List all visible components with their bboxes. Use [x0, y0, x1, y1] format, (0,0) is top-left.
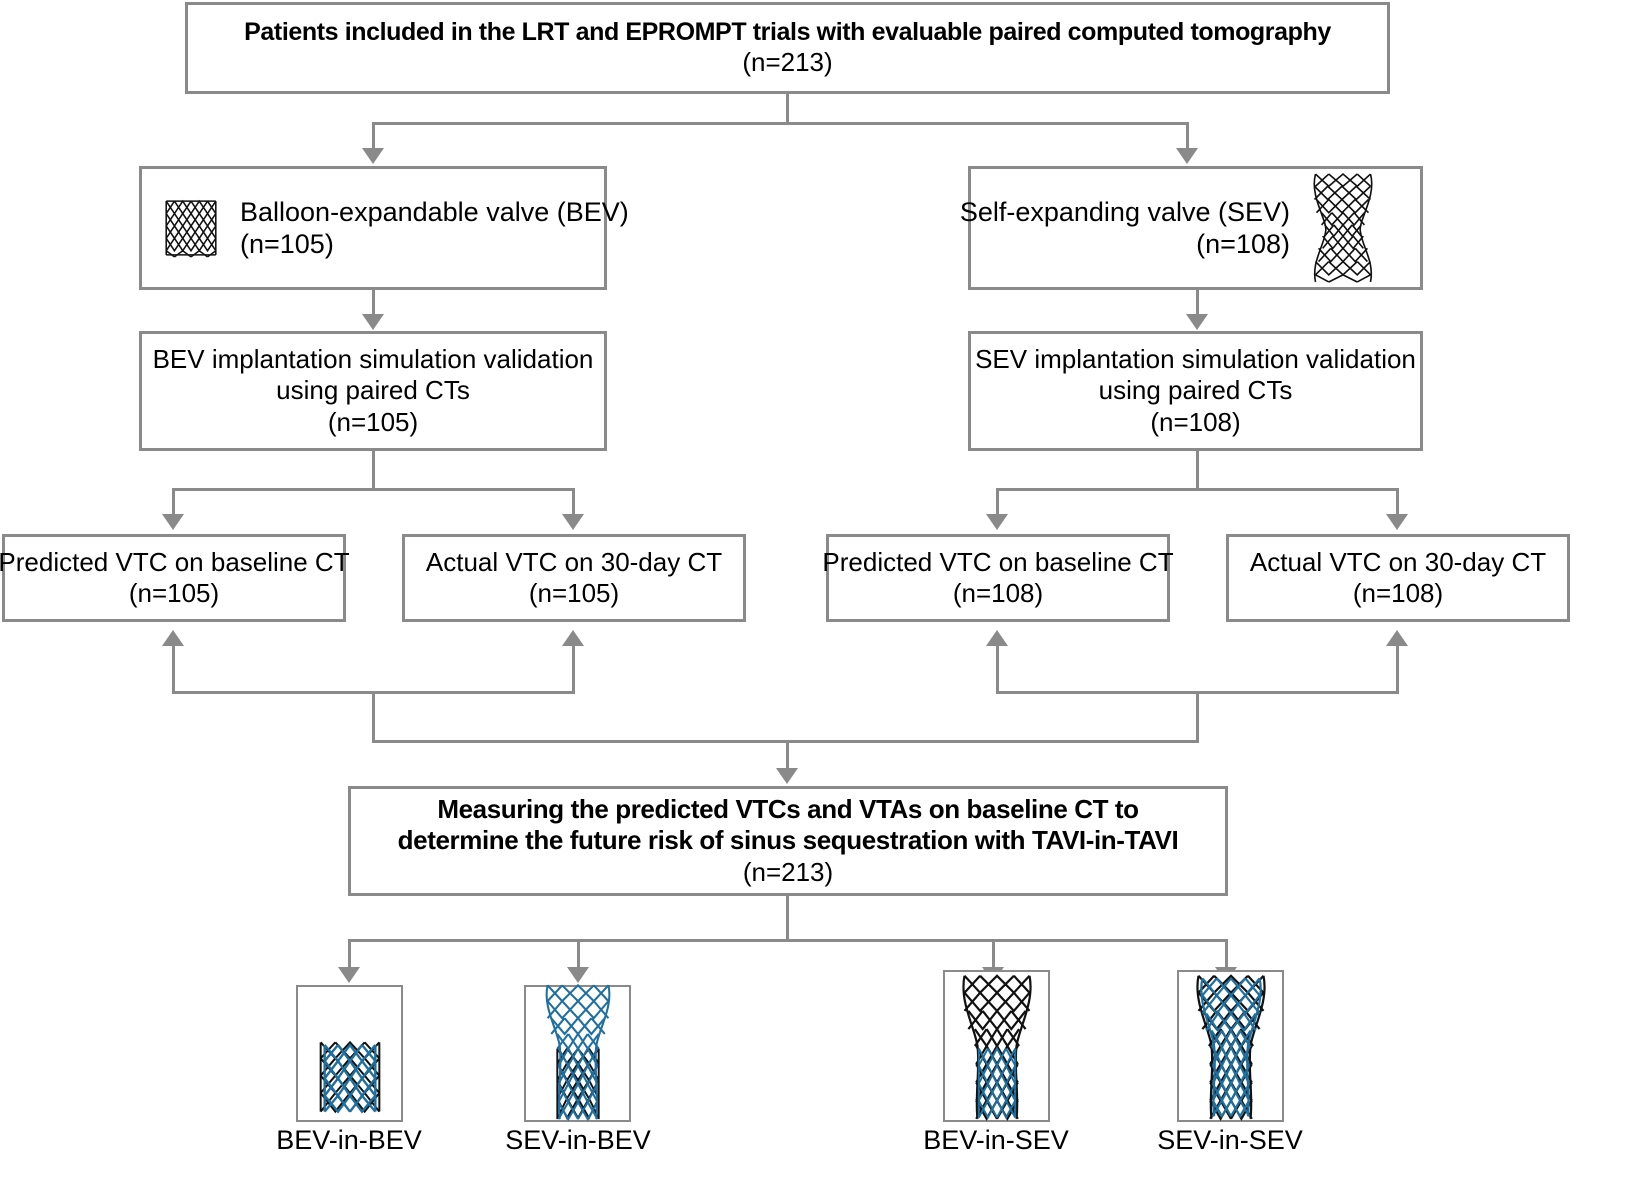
- arrow-to-outcome-2: [567, 967, 589, 983]
- node-bev-sim-line2: using paired CTs: [276, 375, 470, 406]
- connector-root-bar: [372, 122, 1189, 125]
- arrow-up-bev-predicted: [162, 630, 184, 646]
- node-bev-actual-line2: (n=105): [528, 578, 620, 608]
- node-bev-valve-line1: Balloon-expandable valve (BEV): [240, 196, 629, 227]
- node-root-line2: (n=213): [742, 47, 833, 78]
- connector-root-stem: [786, 94, 789, 124]
- node-summary-line2: determine the future risk of sinus seque…: [397, 825, 1179, 856]
- connector-bev-sim-left-drop: [172, 488, 175, 516]
- connector-grand-merge-bar: [372, 740, 1199, 743]
- node-sev-actual-box: [1226, 534, 1570, 622]
- arrow-up-sev-predicted: [986, 630, 1008, 646]
- arrow-root-to-sev: [1176, 148, 1198, 164]
- outcome-box-1: [296, 985, 403, 1122]
- node-bev-sim-line1: BEV implantation simulation validation: [152, 344, 594, 375]
- outcome-label-1: BEV-in-BEV: [276, 1125, 422, 1155]
- arrow-to-outcome-1: [338, 967, 360, 983]
- connector-summary-stem: [786, 740, 789, 770]
- node-bev-predicted-text: Predicted VTC on baseline CT (n=105): [0, 536, 350, 620]
- outcome-label-4: SEV-in-SEV: [1157, 1125, 1303, 1155]
- arrow-sev-predicted: [986, 514, 1008, 530]
- connector-outcome-stem: [786, 896, 789, 942]
- node-root-text: Patients included in the LRT and EPROMPT…: [190, 4, 1385, 92]
- connector-up-sev-predicted-stem: [996, 645, 999, 693]
- connector-up-bev-actual-stem: [572, 645, 575, 693]
- node-sev-valve-text: Self-expanding valve (SEV) (n=108): [960, 168, 1290, 288]
- connector-root-left-drop: [372, 122, 375, 150]
- connector-sev-sim-bar: [996, 488, 1399, 491]
- sev-in-bev-stent-icon: [545, 983, 611, 1122]
- node-bev-predicted-line2: (n=105): [128, 578, 220, 608]
- node-summary-line3: (n=213): [742, 856, 834, 887]
- connector-bev-valve-to-sim: [372, 290, 375, 316]
- arrow-sev-valve-to-sim: [1186, 314, 1208, 330]
- node-sev-predicted-line1: Predicted VTC on baseline CT: [822, 546, 1174, 577]
- connector-up-sev-actual-stem: [1396, 645, 1399, 693]
- connector-sev-sim-left-drop: [996, 488, 999, 516]
- node-sev-predicted-line2: (n=108): [952, 578, 1044, 608]
- node-bev-sim-text: BEV implantation simulation validation u…: [141, 333, 605, 449]
- connector-bev-sim-right-drop: [572, 488, 575, 516]
- arrow-bev-actual: [562, 514, 584, 530]
- node-root-box: [185, 2, 1390, 94]
- node-bev-actual-text: Actual VTC on 30-day CT (n=105): [404, 536, 744, 620]
- connector-outcome-bar: [348, 939, 1228, 942]
- node-sev-sim-box: [968, 331, 1423, 451]
- connector-sev-merge-drop: [1196, 691, 1199, 743]
- node-sev-valve-box: [968, 166, 1423, 290]
- connector-outcome-drop-3: [992, 939, 995, 969]
- node-sev-sim-line1: SEV implantation simulation validation: [975, 344, 1416, 375]
- node-sev-sim-line2: using paired CTs: [1098, 375, 1293, 406]
- bev-in-sev-stent-icon: [962, 974, 1032, 1122]
- connector-sev-valve-to-sim: [1196, 290, 1199, 316]
- node-sev-predicted-box: [826, 534, 1170, 622]
- node-bev-predicted-line1: Predicted VTC on baseline CT: [0, 546, 350, 577]
- connector-outcome-drop-1: [348, 939, 351, 969]
- node-bev-actual-box: [402, 534, 746, 622]
- node-root-line1: Patients included in the LRT and EPROMPT…: [244, 18, 1331, 47]
- node-sev-valve-line1: Self-expanding valve (SEV): [959, 196, 1290, 227]
- node-bev-predicted-box: [2, 534, 346, 622]
- arrow-up-bev-actual: [562, 630, 584, 646]
- node-sev-sim-text: SEV implantation simulation validation u…: [970, 333, 1421, 449]
- node-sev-actual-line2: (n=108): [1352, 578, 1444, 608]
- connector-up-bev-predicted-stem: [172, 645, 175, 693]
- connector-bev-merge-drop: [372, 691, 375, 743]
- connector-sev-sim-stem: [1196, 451, 1199, 489]
- node-bev-valve-line2: (n=105): [240, 229, 334, 259]
- node-bev-sim-line3: (n=105): [327, 406, 419, 437]
- node-bev-actual-line1: Actual VTC on 30-day CT: [425, 546, 723, 577]
- sev-in-sev-stent-icon: [1196, 974, 1266, 1122]
- node-bev-valve-text: Balloon-expandable valve (BEV) (n=105): [240, 168, 629, 288]
- arrow-bev-predicted: [162, 514, 184, 530]
- arrow-up-sev-actual: [1386, 630, 1408, 646]
- node-sev-actual-text: Actual VTC on 30-day CT (n=108): [1228, 536, 1568, 620]
- self-expanding-stent-icon: [1313, 172, 1373, 283]
- node-bev-sim-box: [139, 331, 607, 451]
- arrow-to-summary: [776, 768, 798, 784]
- node-bev-valve-box: [139, 166, 607, 290]
- connector-outcome-drop-4: [1225, 939, 1228, 969]
- node-summary-line1: Measuring the predicted VTCs and VTAs on…: [437, 794, 1139, 825]
- arrow-sev-actual: [1386, 514, 1408, 530]
- node-sev-predicted-text: Predicted VTC on baseline CT (n=108): [822, 536, 1173, 620]
- balloon-expandable-stent-icon: [165, 199, 217, 258]
- outcome-label-2: SEV-in-BEV: [505, 1125, 651, 1155]
- connector-bev-sim-stem: [372, 451, 375, 489]
- node-sev-sim-line3: (n=108): [1150, 406, 1241, 437]
- bev-in-bev-stent-icon: [319, 1040, 381, 1114]
- node-summary-text: Measuring the predicted VTCs and VTAs on…: [350, 788, 1226, 894]
- connector-root-right-drop: [1186, 122, 1189, 150]
- connector-bev-sim-bar: [172, 488, 575, 491]
- arrow-root-to-bev: [362, 148, 384, 164]
- node-sev-actual-line1: Actual VTC on 30-day CT: [1249, 546, 1547, 577]
- node-summary-box: [348, 786, 1228, 896]
- connector-sev-sim-right-drop: [1396, 488, 1399, 516]
- arrow-bev-valve-to-sim: [362, 314, 384, 330]
- connector-outcome-drop-2: [577, 939, 580, 969]
- outcome-label-3: BEV-in-SEV: [923, 1125, 1069, 1155]
- node-sev-valve-line2: (n=108): [1196, 229, 1290, 259]
